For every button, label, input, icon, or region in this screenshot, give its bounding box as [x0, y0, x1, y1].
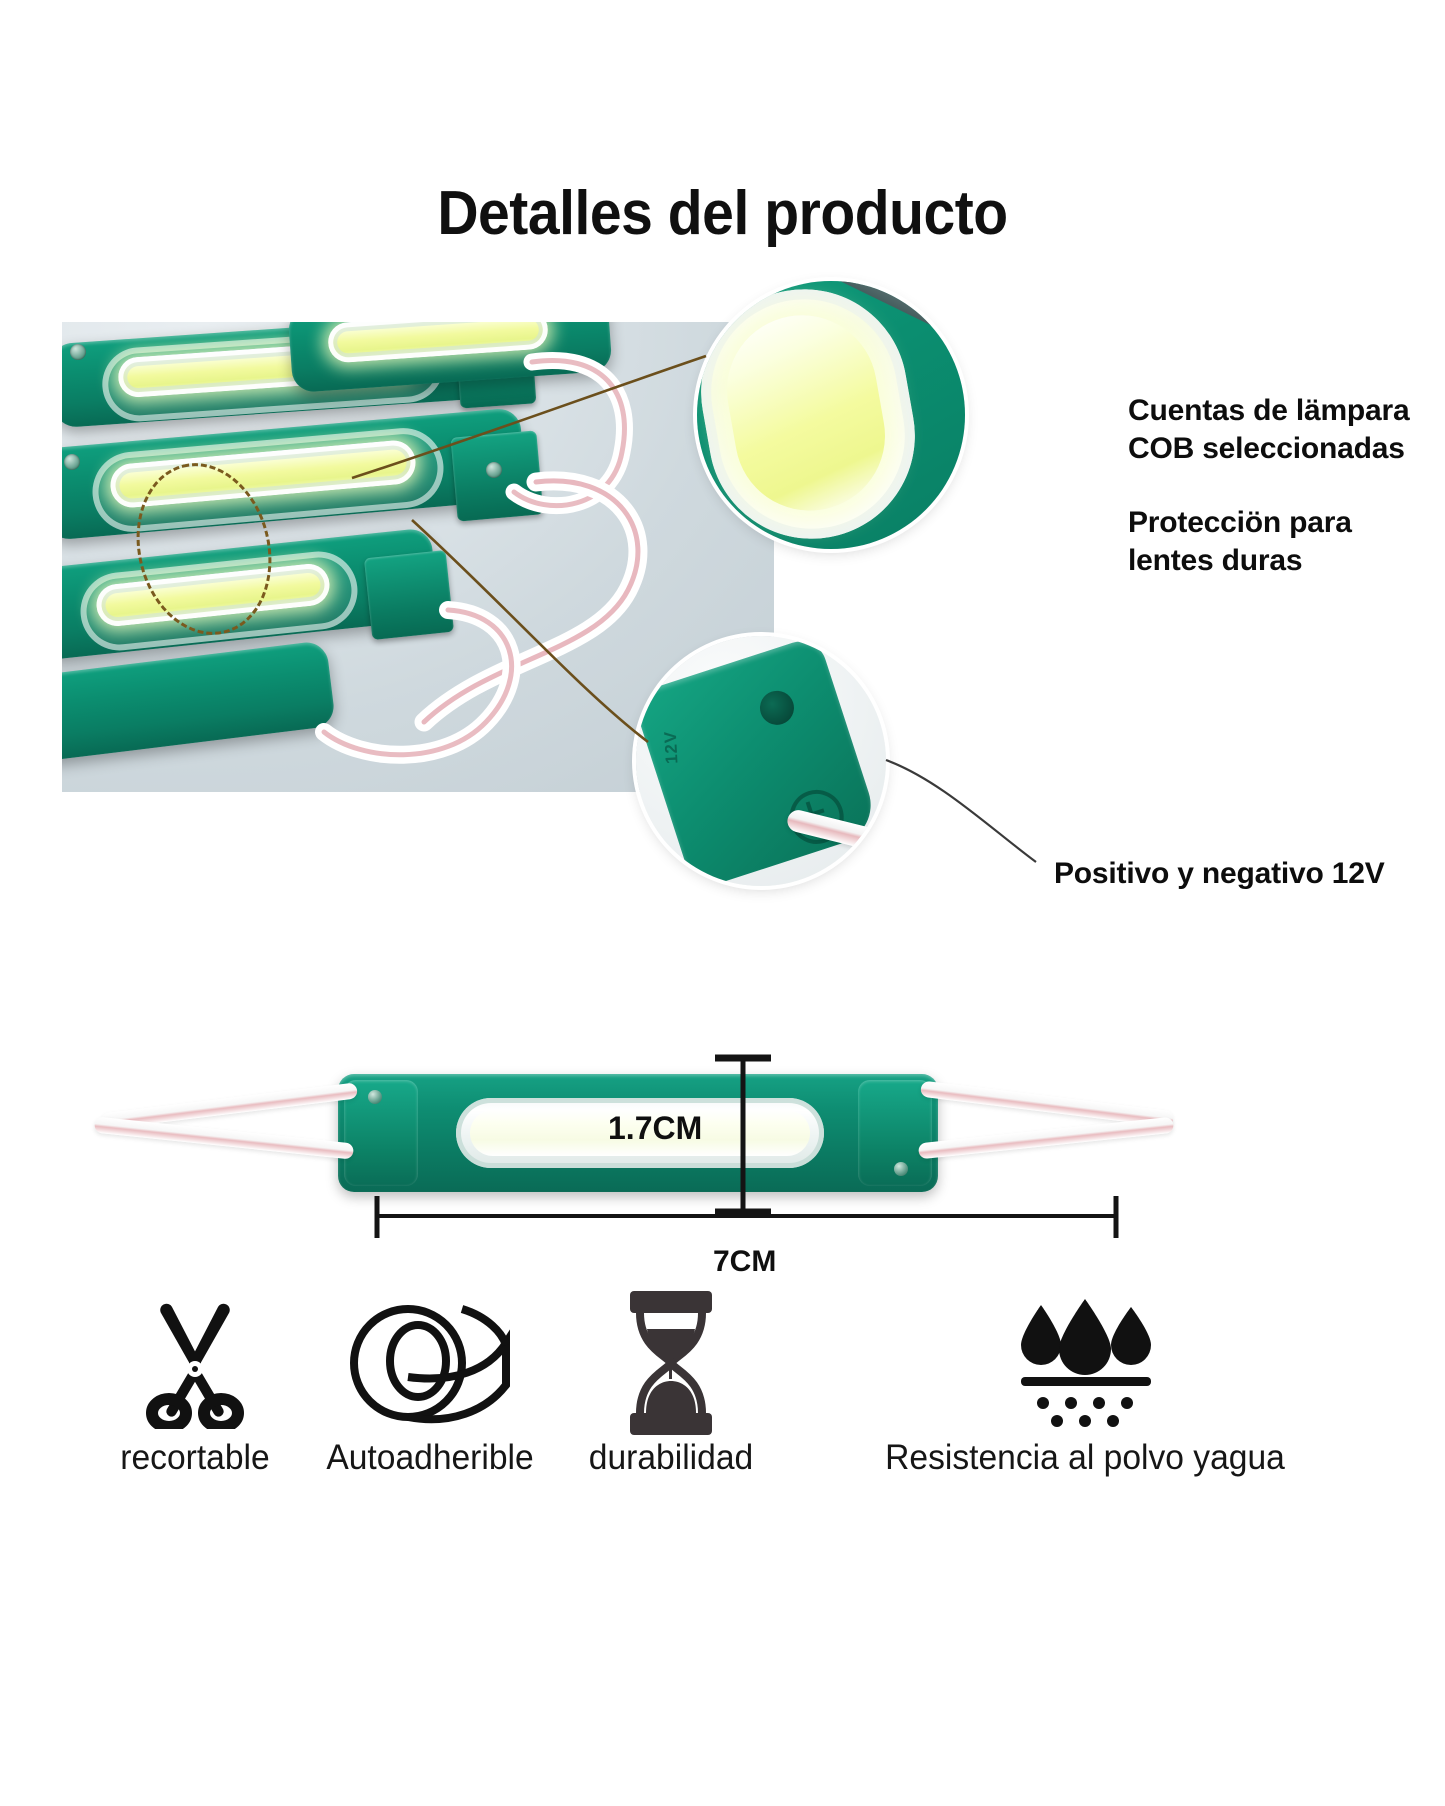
bubble-connector-body: 12V	[636, 636, 882, 886]
dimension-width-label: 7CM	[713, 1245, 777, 1278]
screw-hole-icon	[64, 454, 80, 470]
callout-label-line1: Protecciön para	[1128, 506, 1352, 539]
callout-label-line1: Cuentas de lämpara	[1128, 394, 1410, 427]
dimension-height-label: 1.7CM	[608, 1110, 703, 1146]
callout-bubble-cob-beads	[697, 281, 965, 549]
tape-roll-icon	[300, 1288, 560, 1438]
feature-resistencia: Resistencia al polvo yagua	[790, 1288, 1380, 1478]
feature-durabilidad: durabilidad	[565, 1288, 777, 1478]
feature-label: Resistencia al polvo yagua	[885, 1438, 1285, 1477]
feature-label: Autoadherible	[326, 1438, 534, 1477]
module-cob-strip	[470, 1110, 810, 1156]
screw-hole-icon	[368, 1090, 382, 1104]
feature-autoadherible: Autoadherible	[300, 1288, 560, 1478]
screw-hole-icon	[894, 1162, 908, 1176]
module-wire-right-b	[917, 1116, 1175, 1160]
callout-label-line2: lentes duras	[1128, 543, 1303, 577]
feature-label: recortable	[120, 1438, 270, 1477]
scissors-icon	[95, 1288, 295, 1438]
feature-label: durabilidad	[588, 1438, 754, 1477]
screw-hole-icon	[70, 344, 86, 360]
callout-bubble-connector: 12V	[636, 636, 886, 886]
feature-recortable: recortable	[95, 1288, 295, 1478]
page-title: Detalles del producto	[437, 179, 1008, 248]
connector-voltage-mark: 12V	[660, 730, 682, 765]
callout-label-polarity: Positivo y negativo 12V	[1054, 857, 1385, 890]
product-dimension-module	[93, 1074, 1175, 1192]
callout-label-cob-beads: Cuentas de lämpara COB seleccionadas	[1128, 392, 1428, 468]
hourglass-icon	[565, 1288, 777, 1438]
callout-label-line2: COB seleccionadas	[1128, 431, 1405, 465]
callout-label-hard-lens: Protecciön para lentes duras	[1128, 504, 1428, 580]
module-wire-left-b	[93, 1116, 355, 1160]
water-drops-icon	[790, 1288, 1380, 1438]
bubble-screw-hole	[755, 686, 799, 730]
